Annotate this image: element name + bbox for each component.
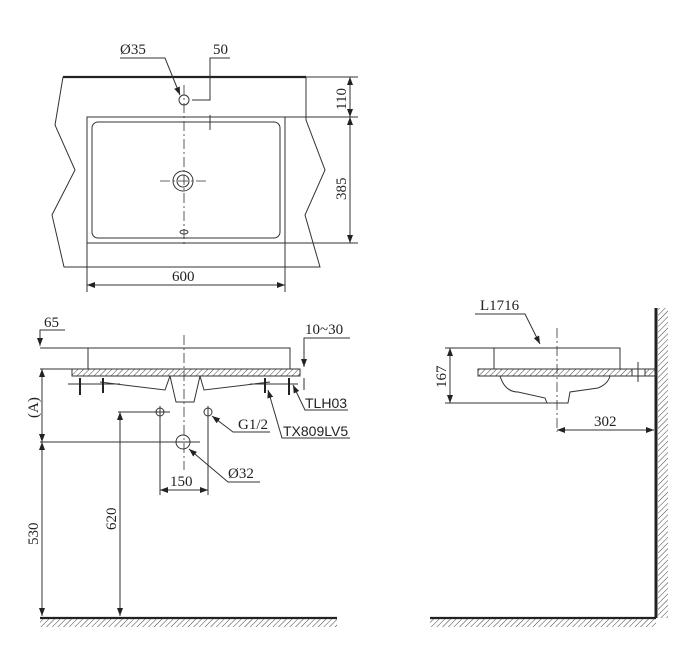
countertop-section bbox=[71, 368, 301, 377]
basin-body bbox=[87, 347, 291, 369]
basin-drain-bowl bbox=[169, 375, 201, 403]
drain-outer bbox=[172, 170, 194, 192]
tap-offset-label: 50 bbox=[213, 42, 228, 58]
supply-label: G1/2 bbox=[238, 417, 268, 433]
front-view: 65 10~30 TLH03 TX809LV5 (A) 530 620 150 … bbox=[26, 315, 350, 627]
dim-150: 150 bbox=[170, 474, 193, 490]
basin-inner bbox=[91, 121, 281, 239]
overflow bbox=[179, 229, 189, 235]
dim-a: (A) bbox=[26, 397, 42, 418]
dim-620: 620 bbox=[104, 508, 120, 531]
drain-hole bbox=[175, 434, 191, 450]
side-view: L1716 167 302 bbox=[430, 298, 668, 627]
dim-302: 302 bbox=[594, 414, 617, 430]
top-view: Ø35 50 110 385 600 bbox=[51, 42, 358, 292]
dim-530: 530 bbox=[26, 523, 42, 546]
basin-outer bbox=[86, 116, 286, 244]
valve-label: TX809LV5 bbox=[283, 423, 348, 439]
tap-hole-label: Ø35 bbox=[120, 42, 146, 58]
dim-65: 65 bbox=[44, 315, 59, 331]
dim-10-30: 10~30 bbox=[305, 322, 343, 338]
dim-600: 600 bbox=[172, 269, 195, 285]
drain-label: Ø32 bbox=[228, 466, 254, 482]
dim-110: 110 bbox=[334, 88, 350, 110]
drain-inner bbox=[176, 174, 190, 188]
bracket-label: TLH03 bbox=[305, 395, 347, 411]
dim-167: 167 bbox=[434, 365, 450, 388]
dim-385: 385 bbox=[334, 178, 350, 201]
counter-outline bbox=[51, 76, 326, 268]
model-label: L1716 bbox=[480, 298, 520, 314]
side-countertop bbox=[477, 368, 633, 377]
side-basin-bowl bbox=[499, 375, 611, 404]
tap-hole bbox=[178, 94, 190, 106]
